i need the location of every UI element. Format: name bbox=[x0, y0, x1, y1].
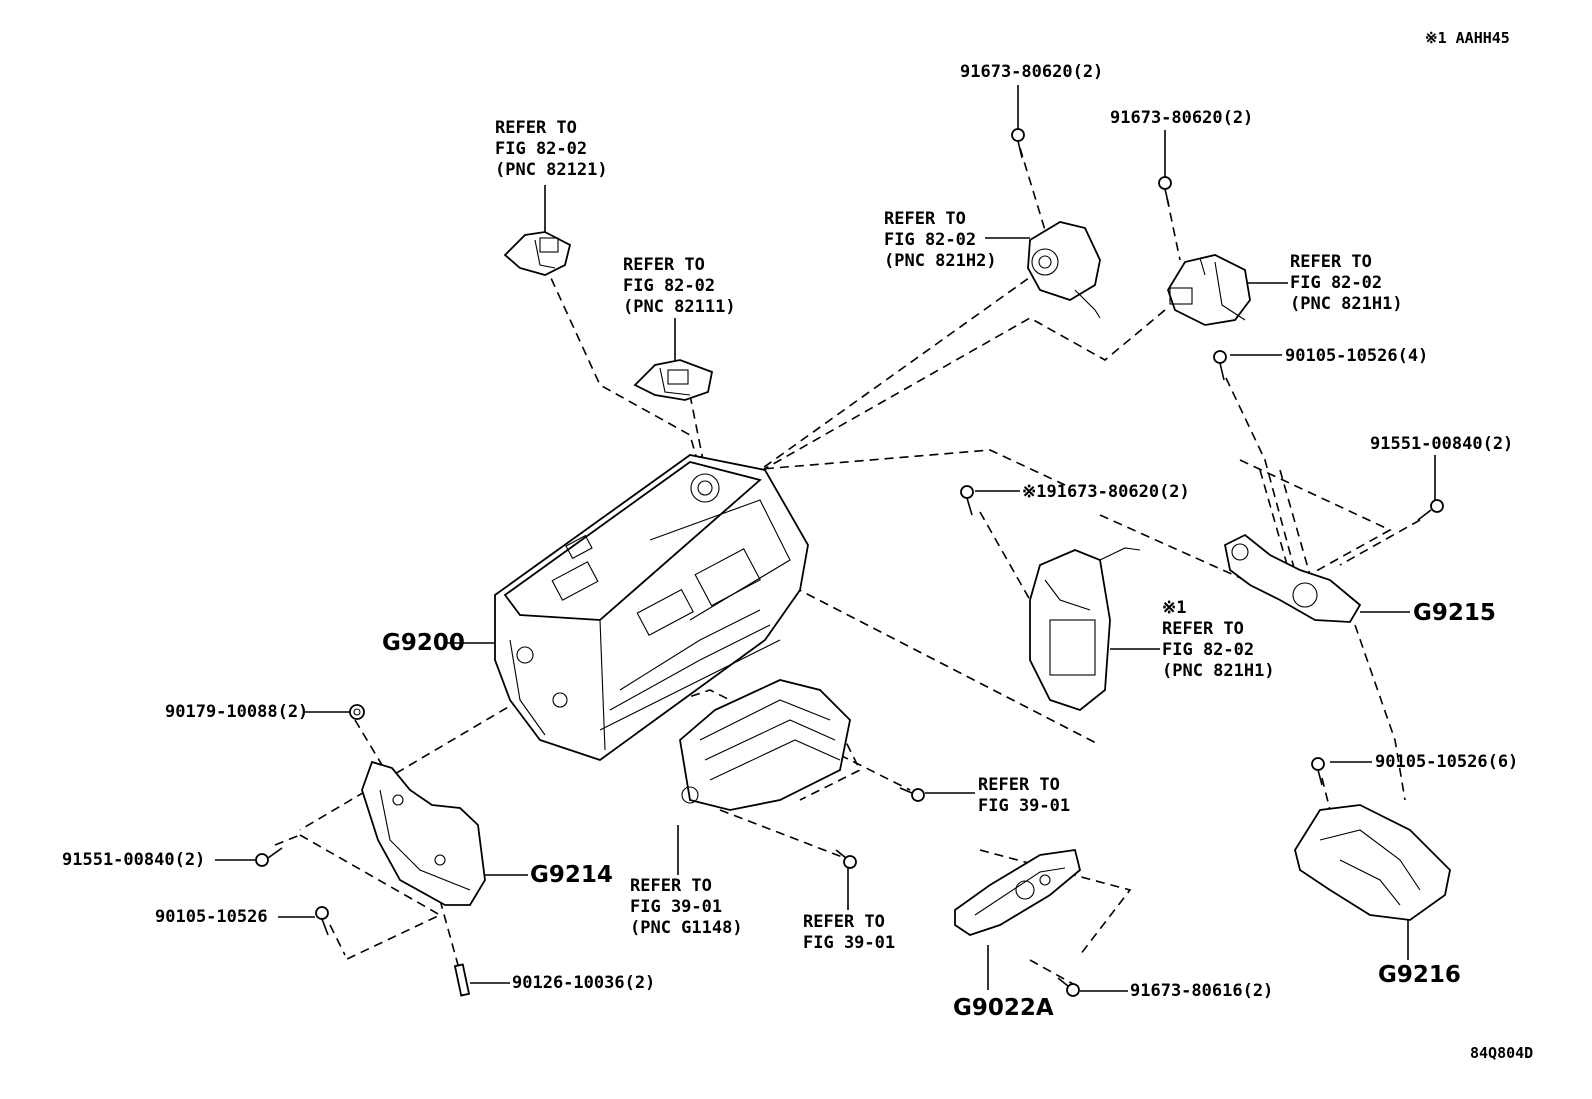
bolt-icon bbox=[960, 485, 974, 516]
part-label-g9022a: G9022A bbox=[953, 995, 1054, 1021]
reference-fig-39-01-right: REFER TO FIG 39-01 bbox=[978, 775, 1071, 816]
bolt-icon bbox=[1158, 176, 1172, 207]
bolt-icon bbox=[1011, 128, 1025, 159]
bolt-icon bbox=[1311, 757, 1325, 786]
bolt-icon bbox=[1417, 499, 1444, 521]
sensor-821h2 bbox=[1027, 221, 1101, 319]
reference-pnc-821h1-x1: ※1 REFER TO FIG 82-02 (PNC 821H1) bbox=[1162, 598, 1275, 681]
nut-icon bbox=[349, 704, 365, 720]
bolt-icon bbox=[899, 787, 925, 802]
stud-icon bbox=[453, 963, 471, 997]
connector-82121 bbox=[503, 231, 572, 276]
bolt-icon bbox=[835, 849, 857, 869]
part-label-g9216: G9216 bbox=[1378, 962, 1461, 988]
part-number-91551-00840-left: 91551-00840(2) bbox=[62, 850, 206, 870]
reference-pnc-821h2: REFER TO FIG 82-02 (PNC 821H2) bbox=[884, 209, 997, 271]
reference-pnc-82121: REFER TO FIG 82-02 (PNC 82121) bbox=[495, 118, 608, 180]
part-number-x1-91673-80620: ※191673-80620(2) bbox=[1022, 482, 1190, 502]
reference-pnc-821h1-top: REFER TO FIG 82-02 (PNC 821H1) bbox=[1290, 252, 1403, 314]
part-number-91551-00840-right: 91551-00840(2) bbox=[1370, 434, 1514, 454]
cover-g9022a bbox=[954, 848, 1082, 936]
part-number-90105-10526: 90105-10526 bbox=[155, 907, 268, 927]
leader-lines bbox=[215, 85, 1436, 992]
bolt-icon bbox=[1057, 977, 1080, 997]
part-number-90105-10526-4: 90105-10526(4) bbox=[1285, 346, 1429, 366]
bracket-g9216 bbox=[1294, 804, 1451, 921]
bolt-icon bbox=[255, 847, 283, 867]
part-label-g9215: G9215 bbox=[1413, 600, 1496, 626]
bracket-g9215 bbox=[1223, 533, 1362, 623]
part-label-g9200: G9200 bbox=[382, 630, 465, 656]
part-number-90126-10036: 90126-10036(2) bbox=[512, 973, 656, 993]
part-label-g9214: G9214 bbox=[530, 862, 613, 888]
connector-82111 bbox=[633, 359, 714, 401]
reference-pnc-g1148: REFER TO FIG 39-01 (PNC G1148) bbox=[630, 876, 743, 938]
bolt-icon bbox=[315, 906, 329, 936]
fastener-glyphs bbox=[255, 128, 1444, 997]
part-number-90179-10088: 90179-10088(2) bbox=[165, 702, 309, 722]
inverter-assembly-g9200 bbox=[494, 454, 809, 762]
header-note: ※1 AAHH45 bbox=[1425, 29, 1510, 47]
figure-code: 84Q804D bbox=[1470, 1044, 1534, 1062]
part-number-91673-80616: 91673-80616(2) bbox=[1130, 981, 1274, 1001]
harness-connector-821h1 bbox=[1029, 547, 1141, 712]
reference-fig-39-01-bottom: REFER TO FIG 39-01 bbox=[803, 912, 896, 953]
reference-pnc-82111: REFER TO FIG 82-02 (PNC 82111) bbox=[623, 255, 736, 317]
bolt-icon bbox=[1213, 350, 1227, 381]
part-number-91673-80620-b: 91673-80620(2) bbox=[1110, 108, 1254, 128]
bracket-g9214 bbox=[361, 760, 486, 906]
sensor-821h1-top bbox=[1167, 254, 1251, 326]
component-g1148 bbox=[679, 679, 851, 811]
part-number-91673-80620-a: 91673-80620(2) bbox=[960, 62, 1104, 82]
part-number-90105-10526-6: 90105-10526(6) bbox=[1375, 752, 1519, 772]
